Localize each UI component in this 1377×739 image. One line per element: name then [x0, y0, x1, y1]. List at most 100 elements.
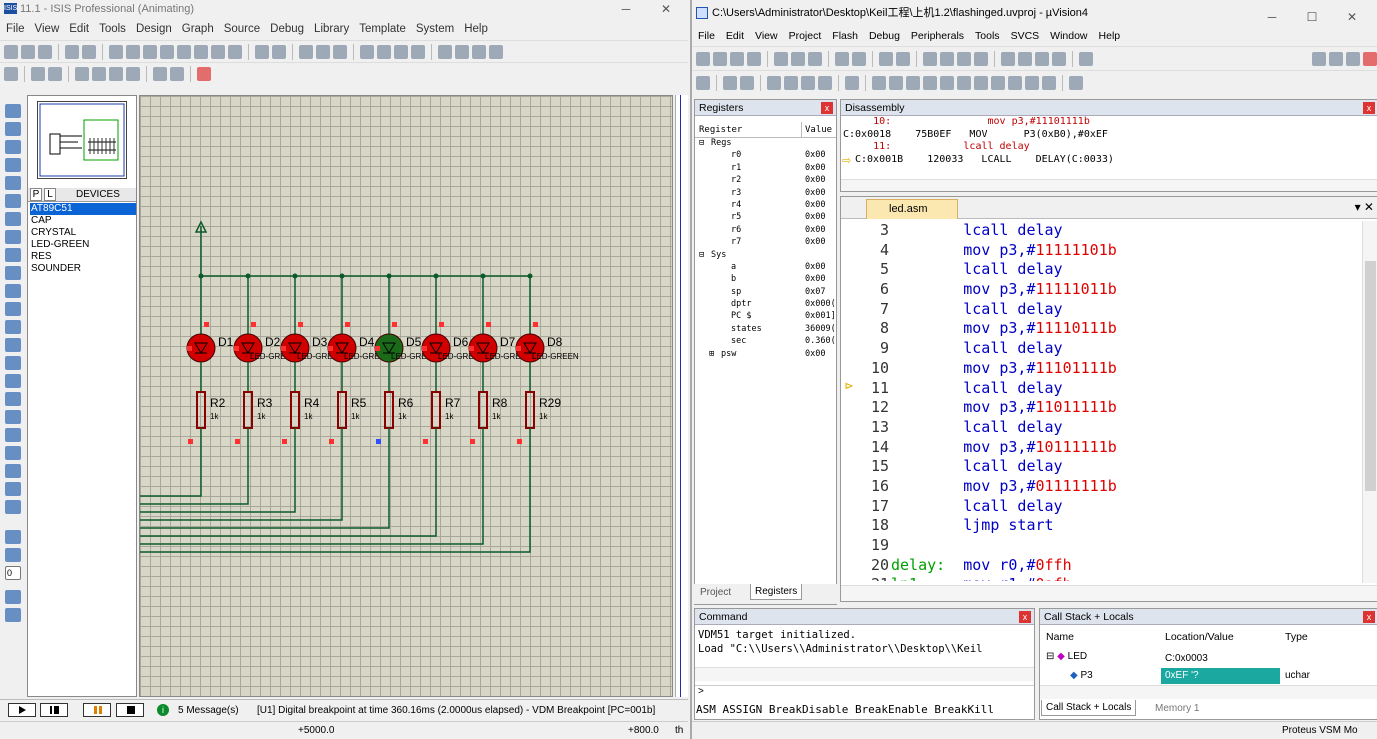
command-close-icon[interactable]: x	[1019, 611, 1031, 623]
keil-menu-view[interactable]: View	[755, 30, 778, 42]
redo-icon[interactable]	[852, 51, 866, 66]
new-icon[interactable]	[4, 44, 18, 59]
isis-menu-file[interactable]: File	[6, 23, 25, 35]
registers-window-icon[interactable]	[923, 75, 937, 90]
trace-window-icon[interactable]	[1025, 75, 1039, 90]
netlist-icon[interactable]	[153, 66, 167, 81]
copy-icon[interactable]	[791, 51, 805, 66]
run-to-cursor-icon[interactable]	[818, 75, 832, 90]
keil-menu-peripherals[interactable]: Peripherals	[910, 30, 965, 42]
device-pin-icon[interactable]	[5, 248, 21, 262]
tab-led-asm[interactable]: led.asm	[866, 199, 958, 219]
tape-recorder-icon[interactable]	[5, 284, 21, 298]
print-area-icon[interactable]	[82, 44, 96, 59]
keil-menu-svcs[interactable]: SVCS	[1010, 30, 1040, 42]
tab-memory[interactable]: Memory 1	[1155, 703, 1200, 714]
keil-close-button[interactable]: ✕	[1346, 10, 1358, 24]
callstack-close-icon[interactable]: x	[1363, 611, 1375, 623]
zoom-all-icon[interactable]	[211, 44, 225, 59]
stop-debug-icon[interactable]	[1363, 51, 1377, 66]
cs-col-type[interactable]: Type	[1285, 631, 1308, 643]
pick-device-icon[interactable]	[438, 44, 452, 59]
isis-menu-help[interactable]: Help	[464, 23, 488, 35]
device-item[interactable]: AT89C51	[30, 203, 136, 215]
keil-minimize-button[interactable]: ─	[1267, 10, 1277, 24]
make-device-icon[interactable]	[455, 44, 469, 59]
symbol-icon[interactable]	[5, 482, 21, 496]
run-icon[interactable]	[723, 75, 737, 90]
save-icon[interactable]	[38, 44, 52, 59]
current-probe-icon[interactable]	[5, 338, 21, 352]
next-bookmark-icon[interactable]	[957, 51, 971, 66]
disassembly-line[interactable]: 11: lcall delay	[843, 141, 1030, 152]
cut-icon[interactable]	[299, 44, 313, 59]
step-button[interactable]	[40, 703, 68, 717]
open-file-icon[interactable]	[713, 51, 727, 66]
disassembly-hscroll[interactable]	[841, 179, 1377, 191]
refresh-icon[interactable]	[109, 44, 123, 59]
device-item[interactable]: RES	[31, 251, 52, 262]
code-line[interactable]: 18 ljmp start	[841, 516, 1361, 536]
device-item[interactable]: LED-GREEN	[31, 239, 90, 250]
cs-col-location[interactable]: Location/Value	[1165, 631, 1234, 643]
code-line[interactable]: 5 lcall delay	[841, 260, 1361, 280]
command-input[interactable]: >	[695, 685, 1034, 699]
tab-registers[interactable]: Registers	[750, 584, 803, 600]
keil-menu-project[interactable]: Project	[788, 30, 822, 42]
toolbox-icon[interactable]	[1069, 75, 1083, 90]
paste-icon[interactable]	[808, 51, 822, 66]
isis-menu-source[interactable]: Source	[223, 23, 261, 35]
isis-menu-graph[interactable]: Graph	[181, 23, 214, 35]
junction-dot-icon[interactable]	[5, 140, 21, 154]
collapse-icon[interactable]: ⊟	[1046, 651, 1055, 662]
value-column[interactable]: Value	[801, 122, 832, 138]
reset-icon[interactable]	[696, 75, 710, 90]
registers-close-icon[interactable]: x	[821, 102, 833, 114]
generator-icon[interactable]	[5, 302, 21, 316]
keil-menu-window[interactable]: Window	[1050, 30, 1088, 42]
print-icon[interactable]	[65, 44, 79, 59]
manage-icon[interactable]	[1329, 51, 1343, 66]
zoom-out-icon[interactable]	[194, 44, 208, 59]
keil-menu-edit[interactable]: Edit	[725, 30, 745, 42]
code-line[interactable]: 6 mov p3,#11111011b	[841, 280, 1361, 300]
isis-menu-design[interactable]: Design	[135, 23, 172, 35]
block-rotate-icon[interactable]	[394, 44, 408, 59]
isis-menu-view[interactable]: View	[34, 23, 60, 35]
keil-maximize-button[interactable]: ☐	[1306, 10, 1318, 24]
exit-to-parent-icon[interactable]	[109, 66, 123, 81]
code-line[interactable]: 13 lcall delay	[841, 418, 1361, 438]
pause-button[interactable]	[83, 703, 111, 717]
uncomment-icon[interactable]	[1052, 51, 1066, 66]
search-tag-icon[interactable]	[31, 66, 45, 81]
voltage-probe-icon[interactable]	[5, 320, 21, 334]
new-sheet-icon[interactable]	[75, 66, 89, 81]
register-column[interactable]: Register	[699, 125, 743, 135]
tab-project[interactable]: Project	[700, 587, 732, 598]
library-manager-button[interactable]: L	[44, 188, 56, 201]
keil-menu-help[interactable]: Help	[1098, 30, 1121, 42]
serial-window-icon[interactable]	[991, 75, 1005, 90]
config-icon[interactable]	[1312, 51, 1326, 66]
debug-session-icon[interactable]	[1346, 51, 1360, 66]
graph-icon[interactable]	[5, 266, 21, 280]
code-line[interactable]: 8 mov p3,#11110111b	[841, 319, 1361, 339]
isis-menu-template[interactable]: Template	[359, 23, 406, 35]
text-script-icon[interactable]	[5, 176, 21, 190]
isis-menu-library[interactable]: Library	[314, 23, 350, 35]
box-icon[interactable]	[5, 392, 21, 406]
register-row[interactable]: ⊟Sys	[695, 250, 836, 262]
open-icon[interactable]	[21, 44, 35, 59]
step-out-icon[interactable]	[801, 75, 815, 90]
rotate-cw-icon[interactable]	[5, 530, 21, 544]
zoom-area-icon[interactable]	[228, 44, 242, 59]
